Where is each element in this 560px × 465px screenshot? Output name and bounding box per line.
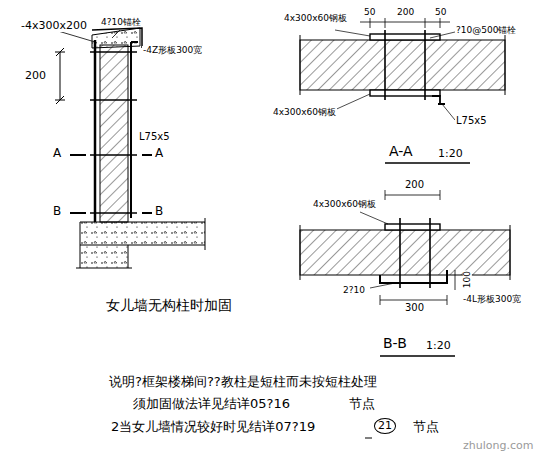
plate-spec: 4x300x60钢板 <box>272 108 337 117</box>
section-title: A-A <box>388 144 414 159</box>
dimension-line <box>55 48 65 104</box>
dimension: 100 <box>463 270 472 289</box>
dimension: 50 <box>363 8 376 17</box>
plate-spec: 4x300x60钢板 <box>312 200 377 209</box>
scale: 1:20 <box>437 148 464 160</box>
section-mark: B <box>52 205 62 218</box>
part-name: L75x5 <box>455 116 488 127</box>
note: 2当女儿墙情况较好时见结详07?19 <box>110 420 316 434</box>
section-title: B-B <box>382 336 408 351</box>
anchor-bolts <box>385 30 425 100</box>
bolt-spec: 4?10锚栓 <box>100 18 142 27</box>
section-mark <box>70 155 152 213</box>
callout-number: 21 <box>374 418 396 434</box>
dimension: 200 <box>24 70 47 82</box>
watermark: zhulong.com <box>462 440 534 452</box>
slab-outline <box>76 218 205 268</box>
anchor-bolts <box>90 52 137 213</box>
note: 说明?框架楼梯间??教柱是短柱而未按短柱处理 <box>108 375 378 389</box>
angle-steel <box>432 96 445 104</box>
note: 节点 <box>412 420 440 434</box>
bolt-spec: 2?10 <box>342 286 366 295</box>
plate-spec: 4x300x60钢板 <box>283 14 348 23</box>
figure-caption: 女儿墙无构柱时加固 <box>105 298 233 313</box>
section-mark: A <box>154 147 164 160</box>
wall-section <box>300 230 510 275</box>
steel-plate <box>94 40 97 222</box>
anchor-bolts <box>400 218 430 288</box>
leader-line <box>330 30 455 120</box>
dimension: 200 <box>404 180 425 191</box>
z-plate <box>92 28 142 48</box>
plate-spec: -4x300x200 <box>20 20 88 32</box>
leader-line <box>360 212 395 288</box>
angle-steel <box>131 42 138 218</box>
parapet-wall <box>100 45 128 222</box>
steel-plate <box>370 34 440 40</box>
bolt-spec: ?10@500锚栓 <box>455 26 517 35</box>
plate-spec: -4L形板300宽 <box>462 295 522 304</box>
note: 须加固做法详见结详05?16 <box>132 397 291 411</box>
section-mark: B <box>154 205 164 218</box>
scale: 1:20 <box>425 340 452 352</box>
wall-section <box>300 40 505 90</box>
plate-spec: -4Z形板300宽 <box>142 46 203 55</box>
dimension: 200 <box>396 8 415 17</box>
steel-plate <box>385 224 440 230</box>
note: 节点 <box>348 397 376 411</box>
dimension-line <box>385 190 440 200</box>
section-mark: A <box>52 147 62 160</box>
dimension: 300 <box>404 303 425 314</box>
coping <box>92 28 140 48</box>
dimension: 50 <box>434 8 447 17</box>
dimension-line <box>360 18 450 28</box>
part-name: L75x5 <box>138 132 171 143</box>
l-plate <box>380 270 447 283</box>
